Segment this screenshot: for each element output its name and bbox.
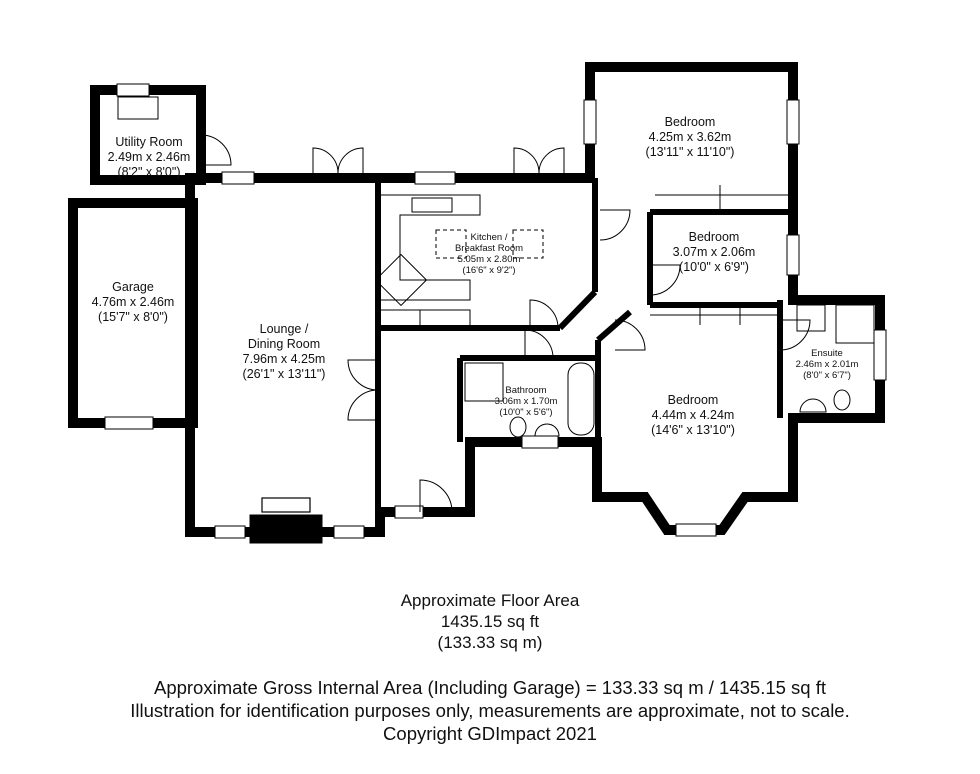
gross-internal-area: Approximate Gross Internal Area (Includi… [153, 677, 827, 698]
room-imperial: (13'11" x 11'10") [646, 145, 735, 159]
hob [374, 253, 428, 307]
hearth [261, 497, 311, 513]
bath [567, 362, 595, 436]
label-bedroom1: Bedroom 4.25m x 3.62m (13'11" x 11'10") [646, 115, 735, 159]
room-labels: Utility Room 2.49m x 2.46m (8'2" x 8'0")… [92, 115, 859, 437]
windows [104, 83, 887, 539]
label-ensuite: Ensuite 2.46m x 2.01m (8'0" x 6'7") [796, 348, 859, 381]
bathroom-door[interactable] [524, 329, 554, 359]
walls [68, 62, 885, 544]
front-door[interactable] [419, 479, 453, 513]
wc [509, 416, 527, 438]
room-imperial: (8'0" x 6'7") [803, 370, 851, 381]
label-bedroom3: Bedroom 4.44m x 4.24m (14'6" x 13'10") [651, 393, 735, 437]
floor-area-sqft: 1435.15 sq ft [440, 612, 540, 631]
doors [200, 134, 811, 513]
kitchen-door[interactable] [529, 299, 559, 329]
room-name: Bedroom [668, 393, 719, 407]
floor-area-title: Approximate Floor Area [400, 591, 580, 610]
label-kitchen: Kitchen / Breakfast Room 5.05m x 2.80m (… [455, 232, 523, 276]
room-name: Utility Room [115, 135, 182, 149]
room-metric: 2.49m x 2.46m [108, 150, 191, 164]
label-garage: Garage 4.76m x 2.46m (15'7" x 8'0") [92, 280, 175, 324]
label-bathroom: Bathroom 3.06m x 1.70m (10'0" x 5'6") [495, 385, 558, 418]
room-metric: 4.76m x 2.46m [92, 295, 175, 309]
room-name: Kitchen / [471, 232, 508, 243]
room-name: Bathroom [505, 385, 546, 396]
kitchen-sink [411, 197, 453, 213]
ensuite-shower [835, 304, 875, 344]
ensuite-basin-unit [796, 304, 826, 332]
lounge-double-doors[interactable] [347, 359, 379, 421]
bedroom1-door[interactable] [599, 209, 631, 241]
floor-area-block: Approximate Floor Area 1435.15 sq ft (13… [0, 590, 980, 653]
utility-sink [117, 96, 159, 120]
utility-door[interactable] [200, 134, 232, 166]
room-imperial: (14'6" x 13'10") [651, 423, 735, 437]
room-metric: 4.44m x 4.24m [652, 408, 735, 422]
kitchen-french-doors[interactable] [513, 147, 565, 178]
room-imperial: (10'0" x 5'6") [499, 407, 552, 418]
kitchen-worktop [378, 194, 481, 301]
basin [534, 423, 560, 437]
room-name: Ensuite [811, 348, 843, 359]
room-imperial: (15'7" x 8'0") [98, 310, 168, 324]
shower [464, 362, 504, 402]
floor-area-sqm: (133.33 sq m) [437, 633, 543, 652]
room-name: Lounge / [260, 322, 309, 336]
room-name: Bedroom [689, 230, 740, 244]
disclaimer: Illustration for identification purposes… [130, 700, 850, 721]
fireplace [249, 514, 323, 544]
room-imperial: (8'2" x 8'0") [118, 165, 181, 179]
label-bedroom2: Bedroom 3.07m x 2.06m (10'0" x 6'9") [673, 230, 756, 274]
wardrobes [380, 185, 790, 330]
fittings [117, 96, 875, 438]
room-metric: 4.25m x 3.62m [649, 130, 732, 144]
room-metric: 3.07m x 2.06m [673, 245, 756, 259]
ensuite-basin [799, 398, 827, 413]
room-imperial: (16'6" x 9'2") [462, 265, 515, 276]
ensuite-door[interactable] [779, 319, 811, 351]
room-metric: 2.46m x 2.01m [796, 359, 859, 370]
bedroom2-door[interactable] [649, 264, 681, 296]
footer-notes: Approximate Gross Internal Area (Includi… [0, 676, 980, 745]
room-metric: 5.05m x 2.80m [458, 254, 521, 265]
skylights [435, 229, 544, 259]
room-metric: 3.06m x 1.70m [495, 396, 558, 407]
house-outline [185, 62, 885, 537]
room-imperial: (10'0" x 6'9") [679, 260, 749, 274]
room-imperial: (26'1" x 13'11") [243, 367, 326, 381]
copyright: Copyright GDImpact 2021 [383, 723, 597, 744]
lounge-french-doors[interactable] [312, 147, 364, 178]
label-lounge: Lounge / Dining Room 7.96m x 4.25m (26'1… [243, 322, 326, 381]
room-name-2: Breakfast Room [455, 243, 523, 254]
label-utility: Utility Room 2.49m x 2.46m (8'2" x 8'0") [108, 135, 191, 179]
ensuite-wc [833, 389, 851, 411]
bedroom3-door[interactable] [614, 319, 646, 351]
room-name-2: Dining Room [248, 337, 320, 351]
room-name: Bedroom [665, 115, 716, 129]
room-name: Garage [112, 280, 154, 294]
room-metric: 7.96m x 4.25m [243, 352, 326, 366]
